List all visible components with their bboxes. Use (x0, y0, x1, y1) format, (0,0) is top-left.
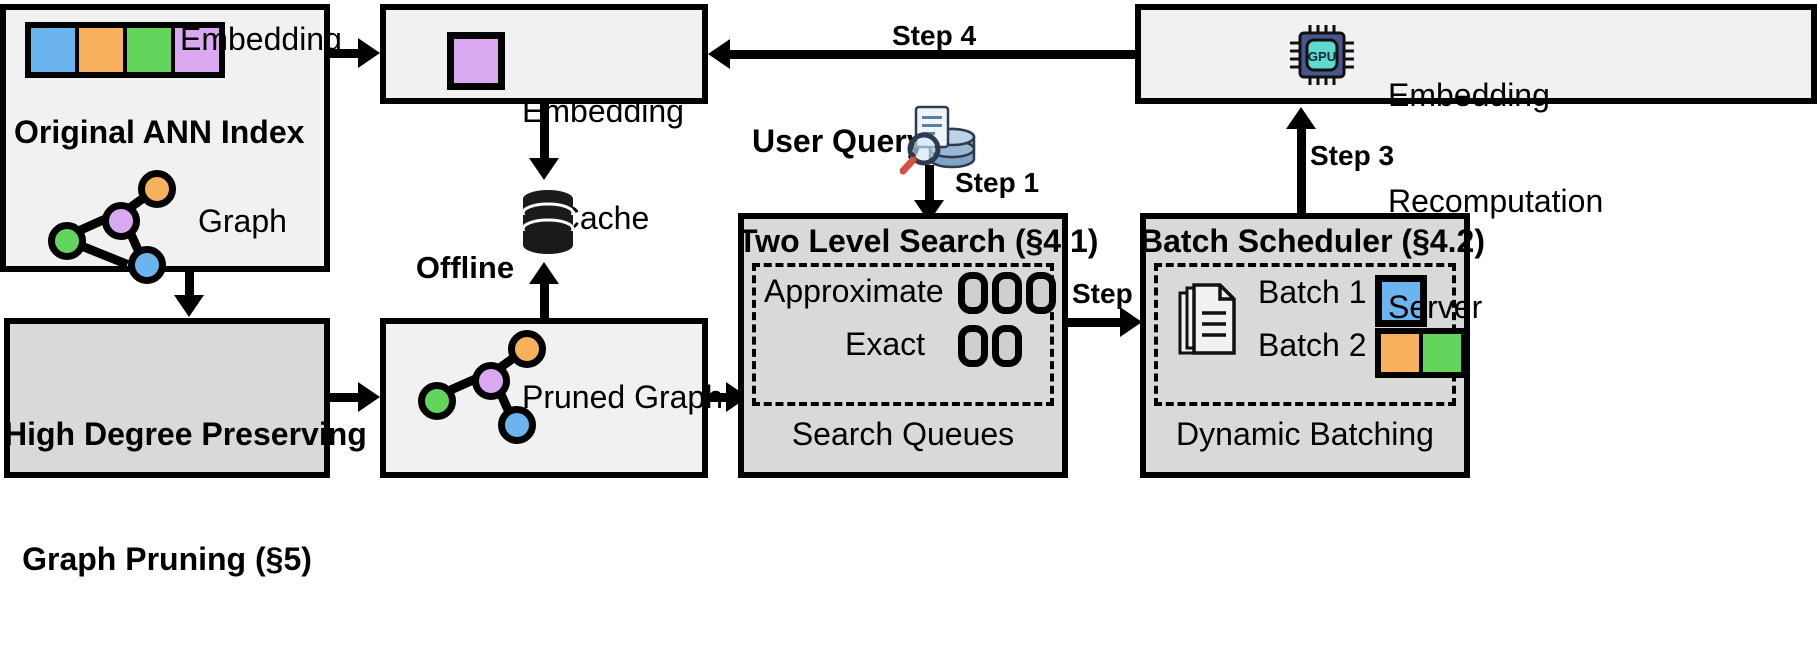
arrow-search-to-scheduler-line (1068, 318, 1126, 327)
arrow-pruning-to-prunedgraph-head (358, 382, 380, 412)
batch-1-chip-blue (1375, 275, 1427, 327)
exact-slot (958, 325, 988, 367)
arrow-query-to-search-line (925, 165, 934, 203)
dynamic-batching-footer: Dynamic Batching (1176, 416, 1434, 452)
original-ann-index-title: Original ANN Index (14, 114, 305, 150)
search-queues-footer: Search Queues (791, 416, 1015, 452)
recomputation-server-label-line2: Recomputation (1388, 182, 1604, 219)
graph-node-orange (138, 170, 176, 208)
embedding-chip-blue (31, 28, 75, 72)
pruned-graph-graph (410, 330, 546, 444)
graph-pruning-label-line1: High Degree Preserving (4, 416, 367, 453)
embedding-chip-green (127, 28, 171, 72)
embedding-cache-chip (447, 32, 505, 90)
arrow-index-to-pruning-line (185, 272, 194, 298)
database-icon (521, 190, 575, 254)
arrow-cache-to-storage-head (529, 158, 559, 180)
embedding-cache-label-line1: Embedding (522, 92, 684, 129)
user-query-label: User Query (752, 123, 925, 159)
graph-pruning-label-line2: Graph Pruning (§5) (22, 540, 312, 577)
batch-1-label: Batch 1 (1258, 274, 1367, 310)
step3-label: Step 3 (1310, 140, 1395, 171)
embedding-chip-row (25, 22, 225, 78)
embedding-chip-purple (175, 28, 219, 72)
embedding-cache-box (380, 4, 708, 104)
arrow-prunedgraph-to-storage-line (540, 282, 549, 318)
recomputation-server-label-line1: Embedding (1388, 77, 1550, 114)
graph-node-purple (102, 202, 140, 240)
approximate-slot (992, 272, 1022, 314)
approximate-row-label: Approximate (764, 273, 944, 309)
batch-2-chip-green (1423, 334, 1461, 372)
arrow-search-to-scheduler-head (1120, 307, 1142, 337)
arrow-scheduler-to-server-head (1286, 107, 1316, 129)
batch-2-chip-orange (1381, 334, 1419, 372)
graph-label: Graph (198, 203, 287, 239)
arrow-index-to-cache-line (330, 49, 360, 58)
step1-label: Step 1 (955, 167, 1040, 198)
graph-node-purple (472, 362, 510, 400)
arrow-server-to-cache-head (708, 39, 730, 69)
embedding-label: Embedding (180, 21, 342, 57)
recomputation-server-label: Embedding Recomputation Server (1388, 8, 1603, 395)
arrow-index-to-cache-head (358, 38, 380, 68)
step4-label: Step 4 (892, 20, 977, 51)
approximate-slot (958, 272, 988, 314)
recomputation-server-label-line3: Server (1388, 288, 1483, 325)
exact-row-label: Exact (845, 326, 926, 362)
recomputation-server-box (1135, 4, 1817, 104)
arrow-prunedgraph-to-search-line (708, 393, 730, 402)
graph-node-green (418, 382, 456, 420)
search-database-icon (900, 105, 976, 175)
graph-node-orange (508, 330, 546, 368)
graph-node-green (48, 222, 86, 260)
graph-pruning-label: High Degree Preserving Graph Pruning (§5… (4, 331, 367, 664)
arrow-server-to-cache-line (730, 50, 1135, 59)
arrow-scheduler-to-server-line (1297, 128, 1306, 214)
approximate-slot (1026, 272, 1056, 314)
graph-node-blue (498, 406, 536, 444)
exact-slot (992, 325, 1022, 367)
gpu-icon-text: GPU (1308, 49, 1336, 64)
embedding-chip-orange (79, 28, 123, 72)
arrow-prunedgraph-to-storage-head (529, 262, 559, 284)
arrow-pruning-to-prunedgraph-line (330, 393, 360, 402)
two-level-search-title: Two Level Search (§4.1) (738, 223, 1099, 259)
gpu-chip-icon: GPU (1290, 25, 1354, 85)
graph-pruning-box (4, 318, 330, 478)
documents-icon (1178, 283, 1236, 355)
search-queues-dashed-region (752, 263, 1054, 406)
original-index-graph (40, 170, 176, 284)
batch-2-chip-row (1375, 328, 1467, 378)
arrow-cache-to-storage-line (540, 104, 549, 160)
diagram-canvas: Embedding Original ANN Index Graph Embed… (0, 4, 1817, 577)
arrow-index-to-pruning-head (174, 295, 204, 317)
pruned-graph-label: Pruned Graph (522, 379, 724, 415)
batch-2-label: Batch 2 (1258, 327, 1367, 363)
offline-storage-label-line1: Offline (415, 250, 515, 286)
graph-node-blue (128, 246, 166, 284)
